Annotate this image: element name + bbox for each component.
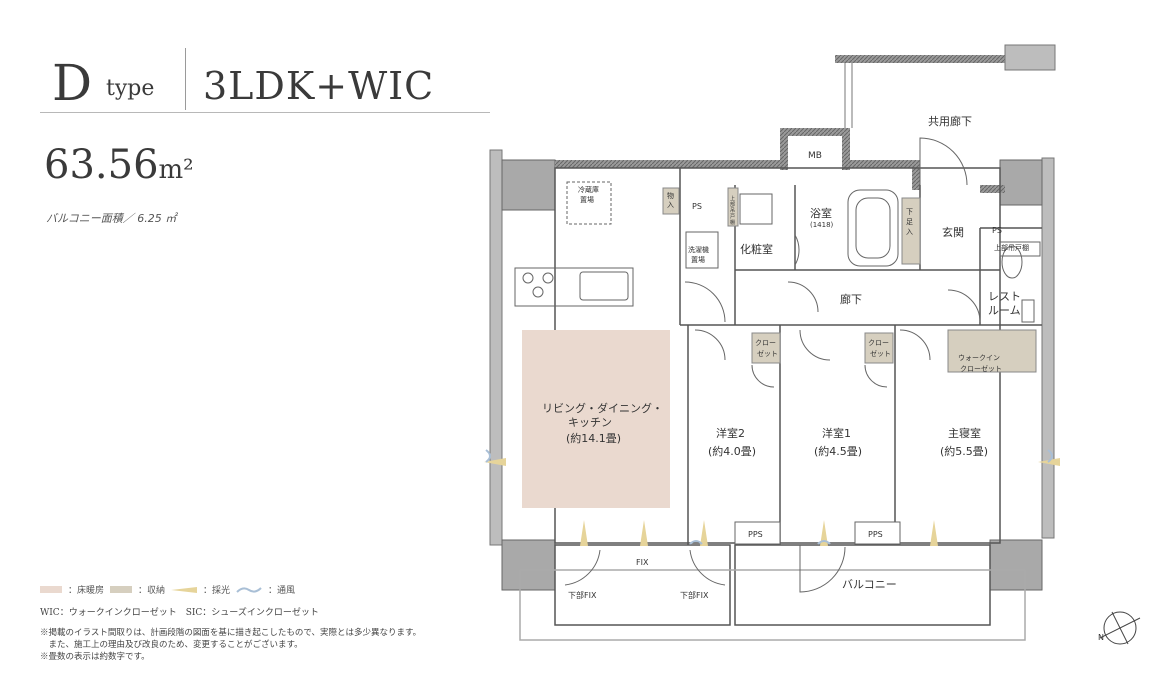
floor-heating-swatch — [40, 586, 62, 593]
label-storage-2: 入 — [667, 201, 674, 209]
label-shoe-1: 下 — [906, 208, 913, 216]
label-restroom-1: レスト — [988, 290, 1021, 303]
legend-lighting: ：採光 — [203, 586, 231, 596]
label-pps-1: PPS — [748, 530, 763, 539]
label-closet-1a: クロー — [868, 339, 889, 347]
label-entrance: 玄関 — [942, 225, 964, 239]
abbreviations: WIC：ウォークインクローゼット SIC：シューズインクローゼット — [40, 608, 319, 618]
layout-name: 3LDK+WIC — [203, 64, 435, 108]
label-ldk-1: リビング・ダイニング・ — [542, 401, 663, 415]
label-common-corridor: 共用廊下 — [928, 114, 972, 128]
label-closet-2a: クロー — [755, 339, 776, 347]
label-lower-fix-2: 下部FIX — [680, 590, 709, 600]
floor-area-value: 63.56 — [44, 142, 159, 188]
label-wic-2: クローゼット — [960, 364, 1002, 373]
notes: ※掲載のイラスト間取りは、計画段階の図面を基に描き起こしたもので、実際とは多少異… — [40, 627, 421, 663]
ventilation-icon — [236, 586, 262, 593]
note-line: また、施工上の理由及び改良のため、変更することがございます。 — [40, 640, 303, 650]
ventilation-markers — [485, 449, 1053, 545]
label-bathroom-size: (1418) — [810, 221, 834, 229]
label-washer-1: 洗濯機 — [688, 245, 709, 254]
structure — [489, 44, 1056, 591]
label-upper-cab-1: 上 — [730, 195, 735, 202]
label-room2-1: 洋室2 — [716, 426, 745, 440]
label-fridge-2: 置場 — [580, 195, 594, 204]
label-ps-2: PS — [992, 226, 1002, 235]
floor-heating-zone — [522, 330, 670, 508]
label-pps-2: PPS — [868, 530, 883, 539]
label-wic-1: ウォークイン — [958, 354, 1000, 362]
label-ps-1: PS — [692, 202, 702, 211]
label-master-2: (約5.5畳) — [940, 444, 988, 458]
label-upper-cab-5: 棚 — [730, 219, 735, 226]
label-room1-2: (約4.5畳) — [814, 444, 862, 458]
label-shoe-3: 入 — [906, 228, 913, 236]
label-storage-1: 物 — [667, 191, 674, 200]
label-master-1: 主寝室 — [948, 426, 981, 440]
label-vanity: 化粧室 — [740, 242, 773, 256]
type-letter: D — [52, 54, 93, 112]
label-room1-1: 洋室1 — [822, 426, 851, 440]
balcony-area: バルコニー面積／ 6.25 ㎡ — [46, 212, 177, 225]
type-word: type — [106, 76, 155, 101]
legend-floor-heating: ：床暖房 — [68, 586, 105, 596]
label-bathroom: 浴室 — [810, 206, 832, 220]
note-line: ※畳数の表示は約数字です。 — [40, 652, 150, 662]
header-divider — [185, 48, 186, 110]
legend-ventilation: ：通風 — [268, 586, 296, 596]
label-mb: MB — [808, 151, 822, 161]
storage-swatch — [110, 586, 133, 593]
note-line: ※掲載のイラスト間取りは、計画段階の図面を基に描き起こしたもので、実際とは多少異… — [40, 628, 422, 638]
room-labels: 共用廊下 MB PS PS 冷蔵庫 置場 物 入 上 部 吊 戸 棚 浴室 (1… — [542, 114, 1029, 600]
label-fridge-1: 冷蔵庫 — [578, 185, 599, 194]
label-closet-2b: ゼット — [757, 349, 778, 358]
fixtures — [514, 181, 1041, 323]
floor-area: 63.56m² — [44, 142, 194, 188]
label-upper-cab-4: 戸 — [730, 214, 735, 220]
label-ldk-2: キッチン — [568, 416, 612, 429]
label-balcony: バルコニー — [842, 578, 897, 591]
label-restroom-2: ルーム — [988, 304, 1021, 317]
label-upper-cabinet: 上部吊戸棚 — [994, 243, 1029, 252]
label-ldk-3: (約14.1畳) — [566, 431, 621, 445]
label-upper-cab-2: 部 — [730, 201, 735, 208]
floor-area-unit: m² — [158, 155, 194, 185]
label-closet-1b: ゼット — [870, 349, 891, 358]
legend: ：床暖房 ：収納 ：採光 ：通風 — [40, 583, 295, 596]
label-corridor: 廊下 — [840, 292, 862, 306]
storage-blocks — [662, 187, 1037, 373]
compass-icon — [1099, 611, 1141, 645]
legend-storage: ：収納 — [138, 586, 166, 596]
label-shoe-2: 足 — [906, 218, 913, 226]
label-fix: FIX — [636, 558, 649, 567]
header-rule — [40, 112, 490, 113]
label-lower-fix-1: 下部FIX — [568, 590, 597, 600]
lighting-markers — [484, 458, 1060, 546]
label-washer-2: 置場 — [691, 255, 705, 264]
door-swings — [564, 137, 981, 593]
label-upper-cab-3: 吊 — [730, 208, 735, 214]
lighting-icon — [171, 586, 198, 593]
compass-north-label: N — [1098, 633, 1104, 642]
label-room2-2: (約4.0畳) — [708, 444, 756, 458]
